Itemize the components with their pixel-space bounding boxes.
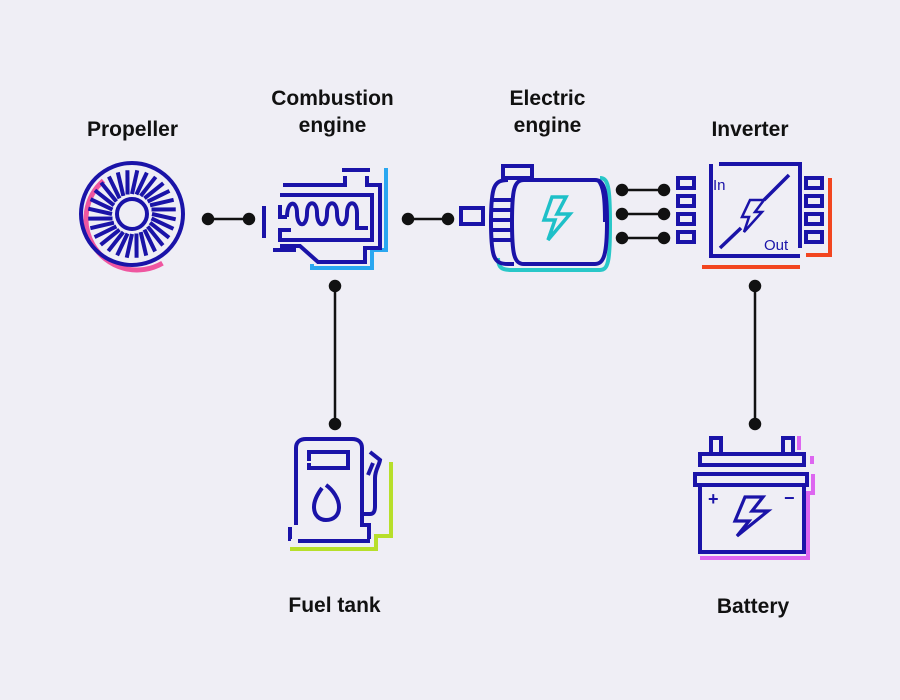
connector-combustion-fuel bbox=[328, 279, 342, 431]
propeller-blade bbox=[99, 181, 118, 203]
propeller-blade bbox=[146, 225, 165, 247]
battery-accent bbox=[700, 436, 815, 560]
propeller-blade bbox=[151, 212, 177, 222]
battery-minus-text: − bbox=[784, 488, 795, 508]
fuel-accent bbox=[290, 462, 393, 551]
label-inverter: Inverter bbox=[711, 118, 789, 141]
propeller-icon bbox=[79, 161, 191, 273]
propeller-blade bbox=[99, 228, 121, 247]
propeller-blade bbox=[93, 224, 118, 239]
propeller-blade bbox=[87, 206, 113, 216]
inverter-accent-right bbox=[806, 178, 832, 257]
propeller-accent bbox=[83, 165, 191, 273]
propeller-blade bbox=[107, 175, 122, 200]
connector-propeller-combustion bbox=[201, 212, 256, 226]
combustion-engine-icon bbox=[262, 168, 388, 270]
propeller-blade bbox=[106, 230, 125, 253]
fuel-pump-icon bbox=[288, 437, 393, 551]
inverter-out-text: Out bbox=[764, 237, 789, 254]
propeller-hub bbox=[115, 197, 149, 231]
propeller-blade bbox=[142, 228, 157, 253]
propeller-blade bbox=[149, 197, 175, 208]
connector-inverter-battery bbox=[748, 279, 762, 431]
battery-icon: + − bbox=[693, 436, 815, 560]
combustion-accent bbox=[310, 168, 388, 270]
propeller-blade bbox=[115, 232, 130, 257]
label-electric-engine: Electric engine bbox=[509, 87, 586, 137]
bolt-icon bbox=[541, 195, 574, 242]
label-fuel-tank: Fuel tank bbox=[288, 594, 381, 617]
propeller-blades bbox=[87, 169, 177, 259]
propeller-blade bbox=[89, 220, 115, 231]
inverter-in-text: In bbox=[713, 177, 726, 194]
label-combustion-engine: Combustion engine bbox=[271, 87, 394, 137]
propeller-blade bbox=[134, 171, 149, 196]
propeller-blade bbox=[150, 216, 175, 231]
propeller-blade bbox=[124, 233, 134, 259]
propeller-blade bbox=[148, 221, 171, 240]
label-propeller: Propeller bbox=[86, 118, 179, 141]
propeller-blade bbox=[93, 188, 116, 207]
propeller-blade bbox=[139, 175, 158, 198]
inverter-icon: In Out bbox=[676, 162, 832, 269]
propeller-outer-ring bbox=[79, 161, 185, 267]
propeller-blade bbox=[143, 181, 165, 200]
connector-combustion-electric bbox=[401, 212, 455, 226]
propeller-blade bbox=[130, 169, 140, 195]
propeller-blade bbox=[146, 189, 171, 204]
propeller-blade bbox=[115, 171, 126, 197]
electric-accent bbox=[496, 176, 613, 272]
electric-motor-icon bbox=[459, 164, 613, 272]
propeller-blade bbox=[89, 197, 114, 212]
propeller-blade bbox=[138, 231, 149, 257]
label-battery: Battery bbox=[716, 595, 790, 618]
connector-electric-inverter bbox=[615, 183, 671, 245]
battery-plus-text: + bbox=[708, 489, 719, 509]
